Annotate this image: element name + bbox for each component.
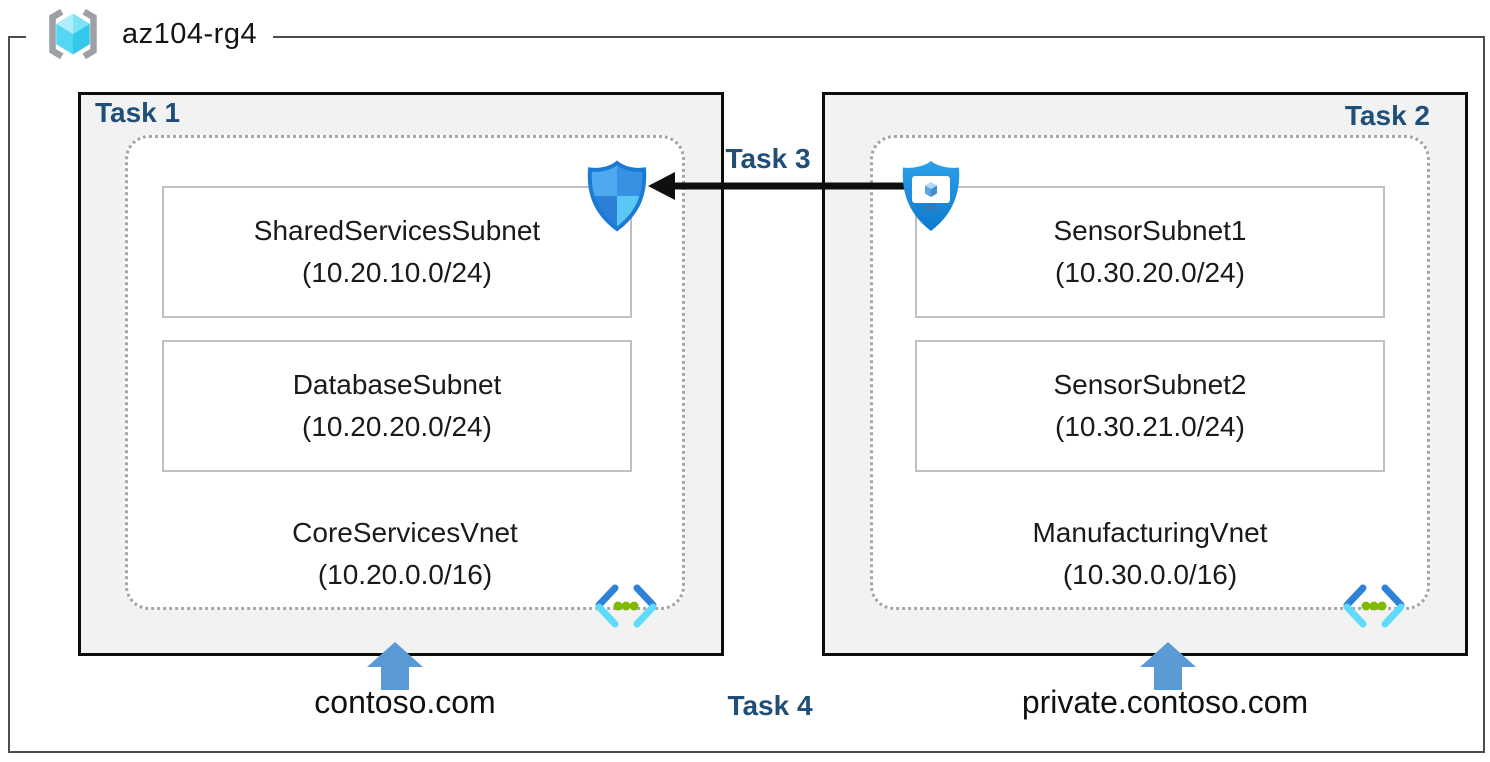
subnet-cidr: (10.30.21.0/24) [1055,411,1245,442]
subnet-name: SensorSubnet1 [1053,215,1247,246]
task1-label: Task 1 [95,97,181,128]
blue-up-arrow-icon-right [1140,642,1196,690]
blue-up-arrow-icon-left [367,642,423,690]
core-services-vnet-label: CoreServicesVnet (10.20.0.0/16) [125,512,685,596]
vnet-name: CoreServicesVnet [292,517,518,548]
subnet-name: DatabaseSubnet [292,369,502,400]
vnet-cidr: (10.20.0.0/16) [317,559,493,590]
dns-zone-label-private-contoso: private.contoso.com [1021,684,1309,720]
subnet-cidr: (10.20.20.0/24) [302,411,492,442]
subnet-name: SensorSubnet2 [1053,369,1247,400]
task2-label: Task 2 [1344,100,1430,131]
subnet-cidr: (10.20.10.0/24) [302,257,492,288]
dns-zone-label-contoso: contoso.com [314,684,496,720]
bastion-shield-monitor-icon [899,157,963,235]
virtual-network-chevron-icon-right [1341,582,1407,630]
database-subnet-box: DatabaseSubnet (10.20.20.0/24) [162,340,632,472]
virtual-network-chevron-icon-left [593,582,659,630]
task3-label: Task 3 [725,143,811,174]
manufacturing-vnet-label: ManufacturingVnet (10.30.0.0/16) [870,512,1430,596]
resource-group-name: az104-rg4 [122,17,258,50]
task4-label: Task 4 [727,690,813,721]
vnet-cidr: (10.30.0.0/16) [1062,559,1238,590]
shared-services-subnet-box: SharedServicesSubnet (10.20.10.0/24) [162,186,632,318]
resource-group-icon [42,7,104,61]
resource-group-chip: az104-rg4 [26,2,274,66]
network-security-group-shield-icon [585,158,649,234]
vnet-name: ManufacturingVnet [1032,517,1268,548]
black-left-arrow [640,164,920,208]
sensor-subnet1-box: SensorSubnet1 (10.30.20.0/24) [915,186,1385,318]
subnet-name: SharedServicesSubnet [253,215,541,246]
subnet-cidr: (10.30.20.0/24) [1055,257,1245,288]
sensor-subnet2-box: SensorSubnet2 (10.30.21.0/24) [915,340,1385,472]
